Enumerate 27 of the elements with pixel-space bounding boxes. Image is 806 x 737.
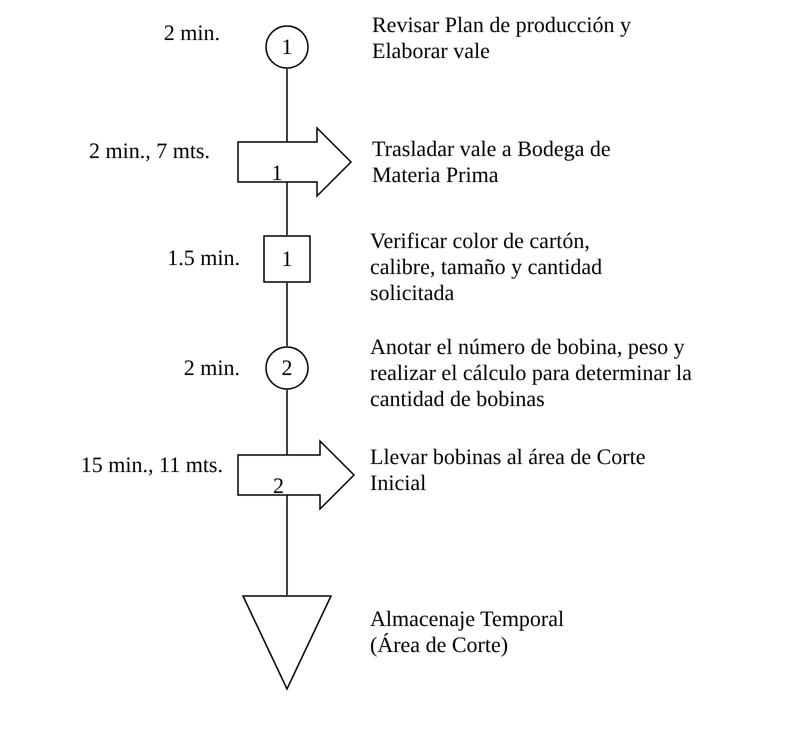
step-description: Anotar el número de bobina, peso y realizar el cálculo para determinar la cantidad de bobinas xyxy=(370,334,693,412)
connector-line xyxy=(286,390,288,455)
duration-label: 1.5 min. xyxy=(166,245,240,271)
step-description: Almacenaje Temporal (Área de Corte) xyxy=(370,606,566,658)
transport-arrow xyxy=(237,440,355,510)
step-description: Verificar color de cartón, calibre, tamaño y cantidad solicitada xyxy=(370,228,604,306)
step-number: 2 xyxy=(280,356,294,380)
step-number: 2 xyxy=(272,474,285,498)
operation-circle xyxy=(265,346,309,390)
step-description: Llevar bobinas al área de Corte Inicial xyxy=(370,444,646,496)
connector-line xyxy=(286,495,288,595)
transport-arrow xyxy=(237,127,352,197)
duration-label: 15 min., 11 mts. xyxy=(80,452,223,478)
duration-label: 2 min. xyxy=(182,355,240,381)
connector-line xyxy=(286,182,288,235)
duration-label: 2 min., 7 mts. xyxy=(88,138,210,164)
step-description: Trasladar vale a Bodega de Materia Prima xyxy=(372,136,612,188)
step-number: 1 xyxy=(280,35,294,59)
step-number: 1 xyxy=(270,161,284,185)
connector-line xyxy=(286,69,288,142)
step-number: 1 xyxy=(280,247,294,271)
connector-line xyxy=(286,283,288,346)
duration-label: 2 min. xyxy=(162,20,220,46)
storage-triangle xyxy=(242,595,332,690)
inspection-square xyxy=(263,235,311,283)
step-description: Revisar Plan de producción y Elaborar vale xyxy=(372,12,632,64)
operation-circle xyxy=(265,25,309,69)
